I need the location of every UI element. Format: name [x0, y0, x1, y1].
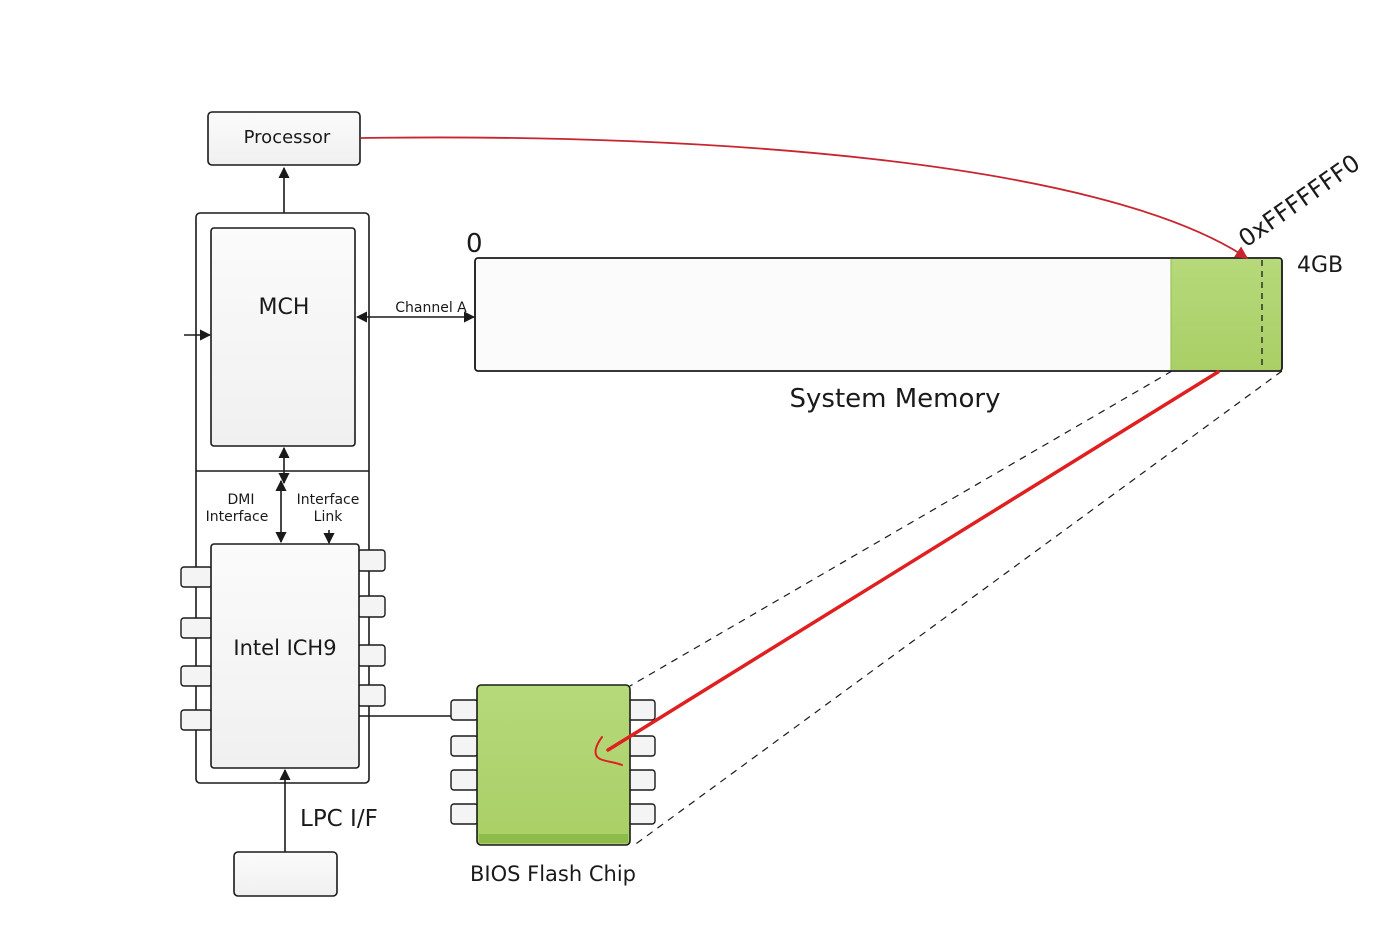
lpc-device-box [233, 851, 338, 897]
ich9-box: Intel ICH9 [210, 543, 360, 769]
projection-line-bottom [632, 370, 1283, 847]
ich9-pin [180, 566, 213, 588]
bios-flash-label: BIOS Flash Chip [470, 862, 636, 886]
ich9-pin [180, 617, 213, 639]
processor-box: Processor [207, 111, 361, 166]
mch-box: MCH [210, 227, 356, 447]
bios-pin [450, 699, 479, 721]
bios-pins [450, 699, 656, 825]
dmi-label-line1: DMI [228, 492, 255, 508]
system-memory-bar [474, 257, 1283, 372]
ich9-pins [180, 549, 386, 731]
bios-shadow-region [1171, 259, 1281, 370]
processor-label: Processor [244, 127, 331, 148]
memory-start-label: 0 [466, 229, 483, 259]
memory-end-label: 4GB [1297, 253, 1343, 278]
ich9-pin [357, 684, 386, 707]
bios-pin [627, 735, 656, 757]
ich9-pin [180, 709, 213, 731]
ich9-pin [180, 665, 213, 687]
bios-chip-base [479, 834, 628, 843]
reset-vector-label: 0xFFFFFFF0 [1233, 149, 1365, 253]
system-memory-label: System Memory [790, 384, 1001, 414]
bios-pin [627, 769, 656, 791]
lpc-label: LPC I/F [300, 806, 378, 832]
projection-line-top [629, 370, 1173, 687]
ich9-pin [357, 595, 386, 618]
hand-drawn-arrowhead [594, 736, 623, 766]
ich9-label: Intel ICH9 [233, 636, 336, 660]
bios-pin [627, 803, 656, 825]
bios-pin [450, 803, 479, 825]
ich9-pin [357, 644, 386, 667]
reset-vector-arrow [360, 136, 1249, 259]
interface-link-label-line1: Interface [297, 492, 360, 508]
mch-label: MCH [259, 295, 310, 320]
bios-flash-chip [476, 684, 631, 846]
interface-link-label-line2: Link [314, 509, 344, 525]
ich9-pin [357, 549, 386, 572]
bios-pin [450, 735, 479, 757]
dmi-label-line2: Interface [206, 509, 269, 525]
bios-pin [627, 699, 656, 721]
bios-pin [450, 769, 479, 791]
shadow-mapping-arrow [606, 370, 1220, 752]
channel-a-label: Channel A [395, 300, 467, 316]
